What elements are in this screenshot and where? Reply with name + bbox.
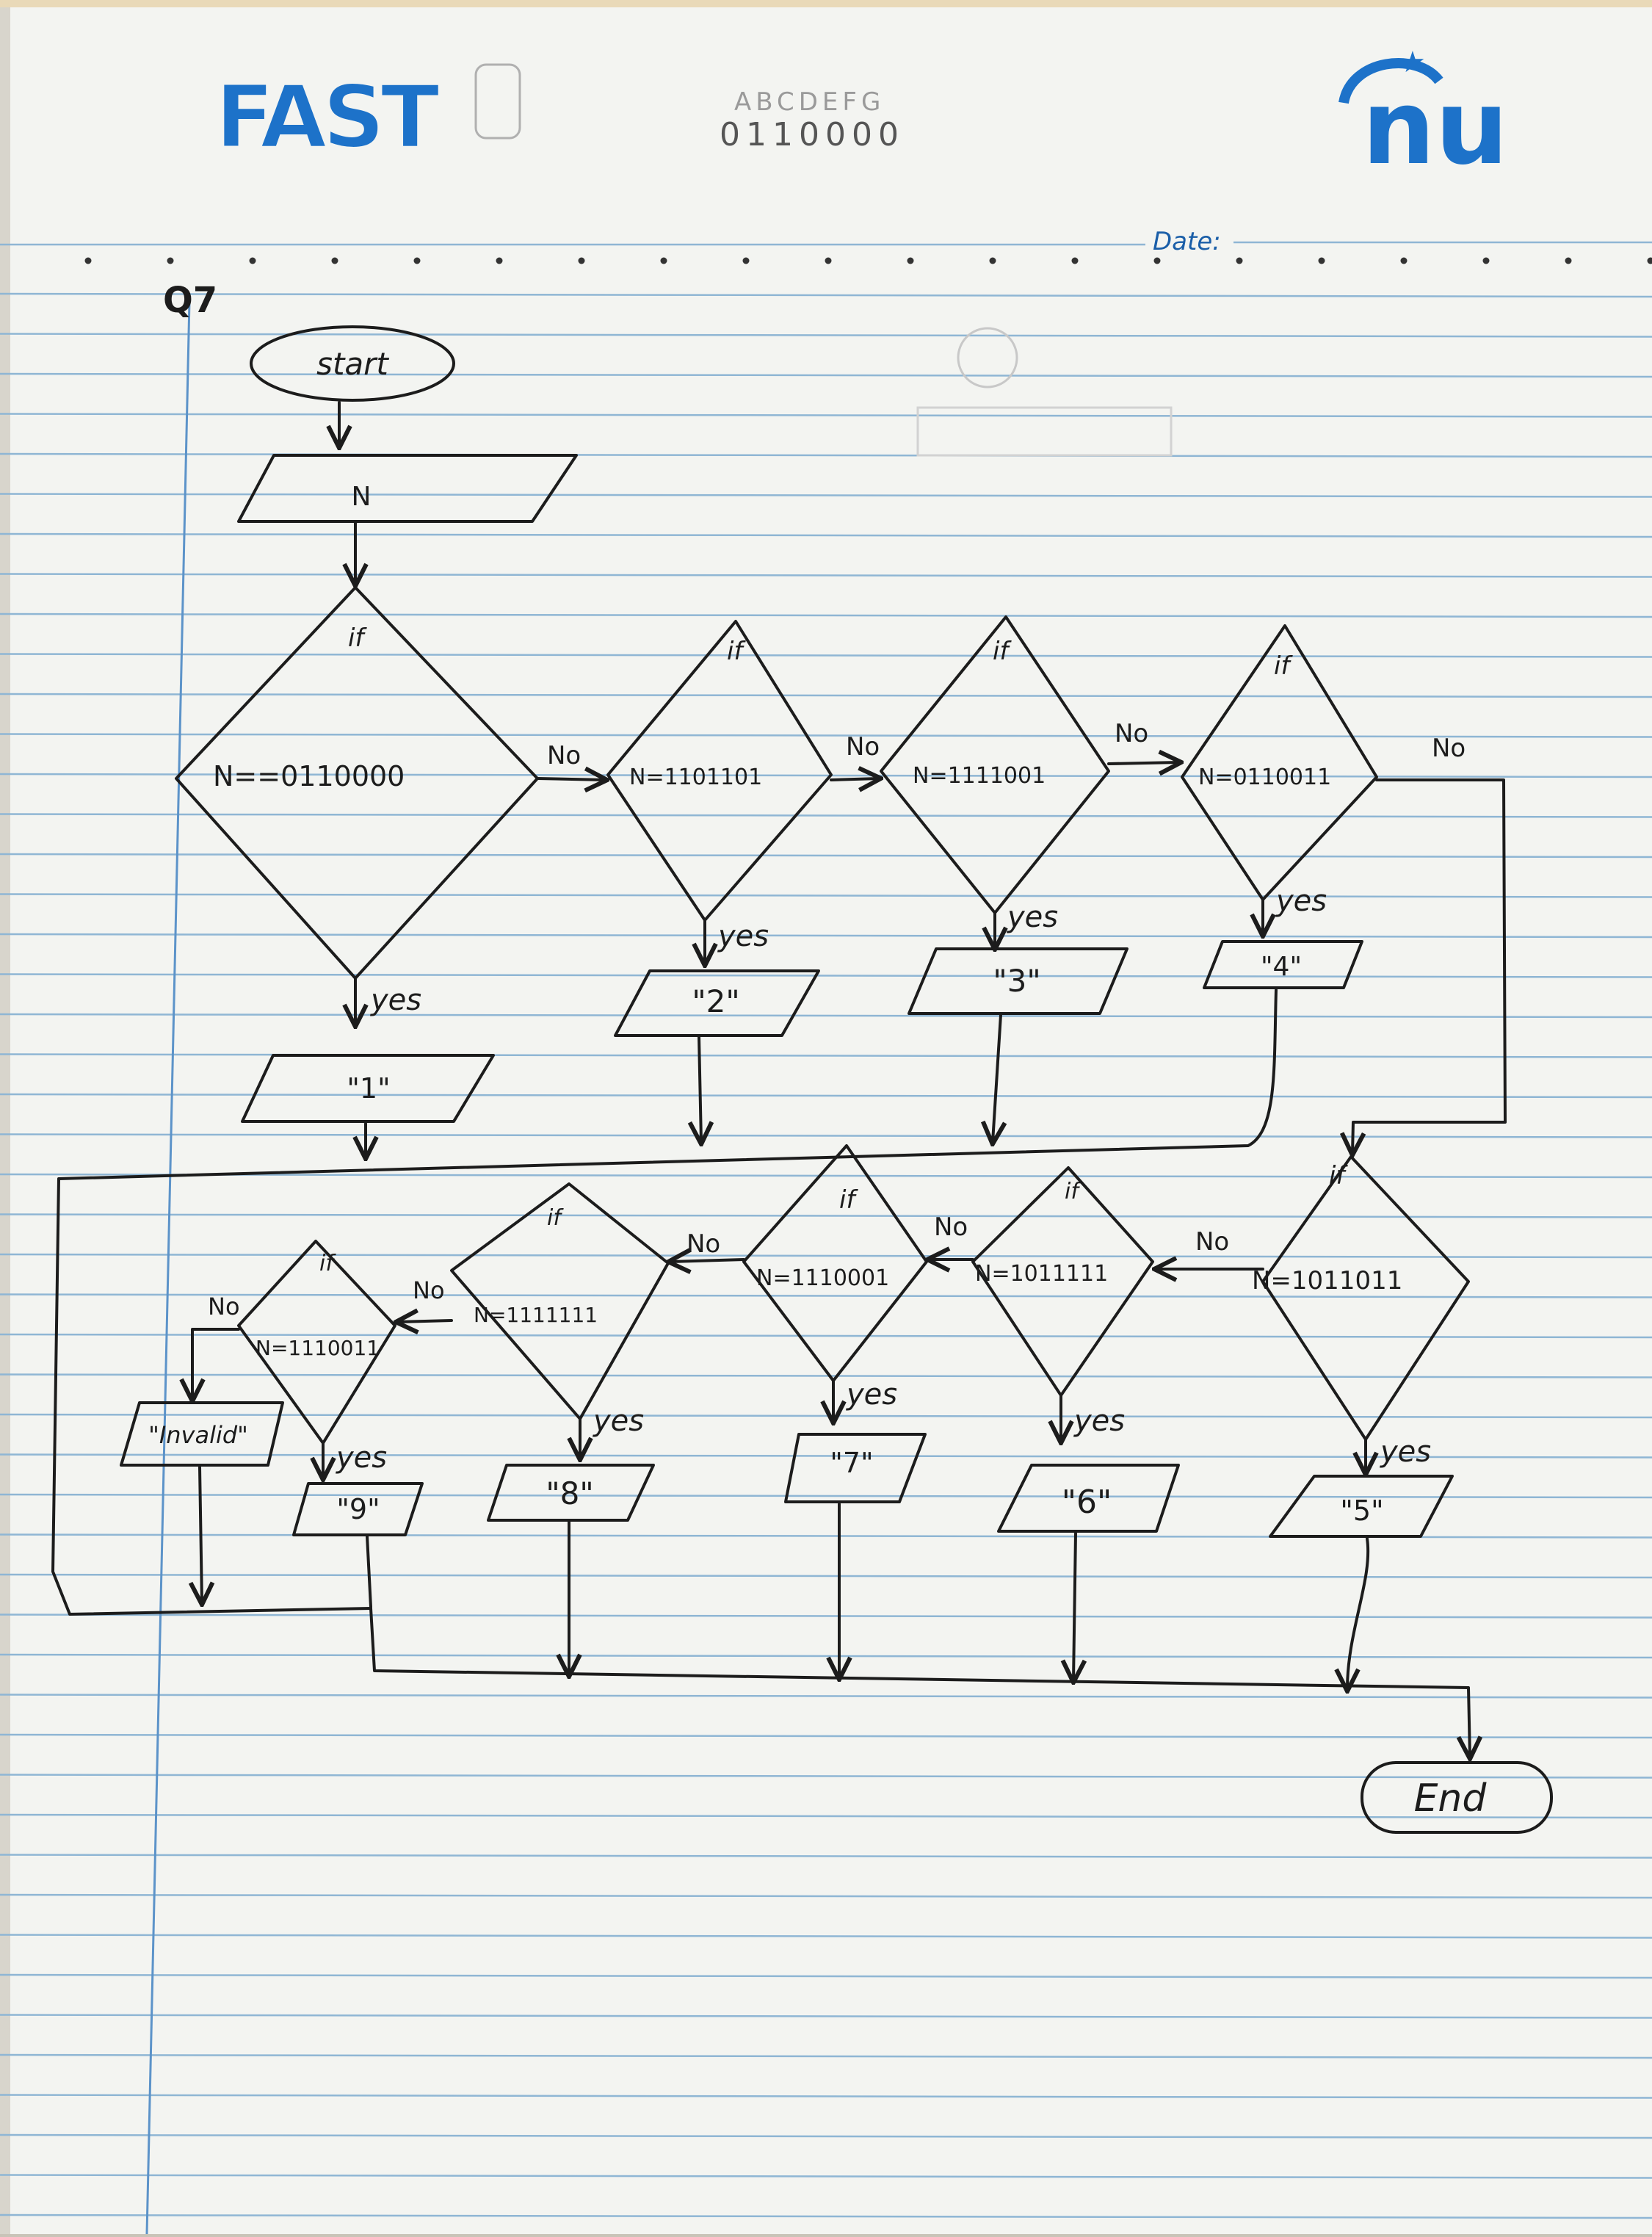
doodle-digits: 0110000: [720, 116, 905, 153]
fast-logo: FAST: [215, 66, 439, 167]
no-label-1: No: [547, 741, 581, 770]
header-dot: [167, 258, 174, 264]
yes-label-2: yes: [717, 919, 769, 953]
decision-7-condition: N=1110001: [756, 1265, 889, 1291]
no-label-7: No: [686, 1229, 720, 1259]
no-arrow-2-to-3: [831, 778, 879, 780]
header-dot: [907, 258, 914, 264]
header-dot: [1154, 258, 1161, 264]
nu-logo-text: nu: [1362, 68, 1508, 188]
header-dot: [579, 258, 585, 264]
header-dot: [85, 258, 92, 264]
input-label: N: [352, 482, 372, 512]
output-invalid-label: "Invalid": [148, 1421, 248, 1449]
decision-6-condition: N=1011111: [975, 1261, 1108, 1287]
header-dot: [661, 258, 667, 264]
question-label: Q7: [163, 280, 217, 321]
yes-label-5: yes: [1380, 1435, 1431, 1469]
no-label-5: No: [1195, 1227, 1229, 1257]
yes-label-1: yes: [370, 983, 421, 1017]
no-arrow-3-to-4: [1109, 762, 1179, 764]
yes-label-4: yes: [1275, 884, 1327, 918]
output-7-label: "7": [830, 1447, 873, 1479]
yes-label-8: yes: [593, 1404, 644, 1438]
no-label-4: No: [1432, 734, 1466, 763]
no-arrow-1-to-2: [537, 778, 605, 780]
no-label-9: No: [208, 1293, 240, 1320]
header-dot: [332, 258, 338, 264]
no-label-2: No: [846, 732, 880, 762]
decision-1-condition: N==0110000: [213, 760, 405, 792]
header-dot: [1565, 258, 1572, 264]
no-label-3: No: [1115, 719, 1148, 748]
output-3-label: "3": [993, 963, 1040, 999]
yes-label-9: yes: [336, 1441, 387, 1475]
decision-3-condition: N=1111001: [913, 763, 1046, 789]
header-dot: [990, 258, 996, 264]
yes-label-7: yes: [846, 1378, 897, 1412]
start-label: start: [316, 346, 389, 382]
header-dot: [1483, 258, 1490, 264]
end-label: End: [1414, 1777, 1488, 1821]
nu-star-icon: ★: [1399, 46, 1426, 79]
doodle-letters: ABCDEFG: [734, 87, 885, 117]
output-5-label: "5": [1340, 1495, 1383, 1527]
header-dot: [743, 258, 750, 264]
no-label-8: No: [413, 1276, 445, 1304]
output-4-label: "4": [1261, 952, 1302, 982]
no-label-6: No: [934, 1213, 968, 1242]
output-2-label: "2": [692, 983, 739, 1019]
yes-label-6: yes: [1073, 1404, 1125, 1438]
header-dot: [1319, 258, 1325, 264]
header-dot: [414, 258, 421, 264]
date-label: Date:: [1153, 227, 1221, 256]
header-dot: [1236, 258, 1243, 264]
output-1-label: "1": [347, 1072, 390, 1105]
yes-label-3: yes: [1007, 900, 1058, 934]
paper-top-edge: [0, 0, 1652, 7]
header-dot: [496, 258, 503, 264]
output-8-label: "8": [546, 1475, 593, 1511]
decision-5-condition: N=1011011: [1252, 1266, 1402, 1295]
paper-shadow-left: [0, 0, 10, 2234]
header-dot: [1072, 258, 1079, 264]
decision-4-condition: N=0110011: [1198, 765, 1331, 790]
fast-logo-text: FAST: [215, 66, 439, 167]
decision-9-condition: N=1110011: [256, 1336, 380, 1360]
header-dot: [825, 258, 832, 264]
decision-2-condition: N=1101101: [629, 765, 762, 790]
output-6-label: "6": [1062, 1483, 1112, 1521]
no-arrow-8-to-9: [398, 1320, 452, 1322]
header-dot: [1401, 258, 1408, 264]
output-9-label: "9": [336, 1493, 380, 1525]
header-dot: [250, 258, 256, 264]
decision-8-condition: N=1111111: [474, 1303, 598, 1327]
